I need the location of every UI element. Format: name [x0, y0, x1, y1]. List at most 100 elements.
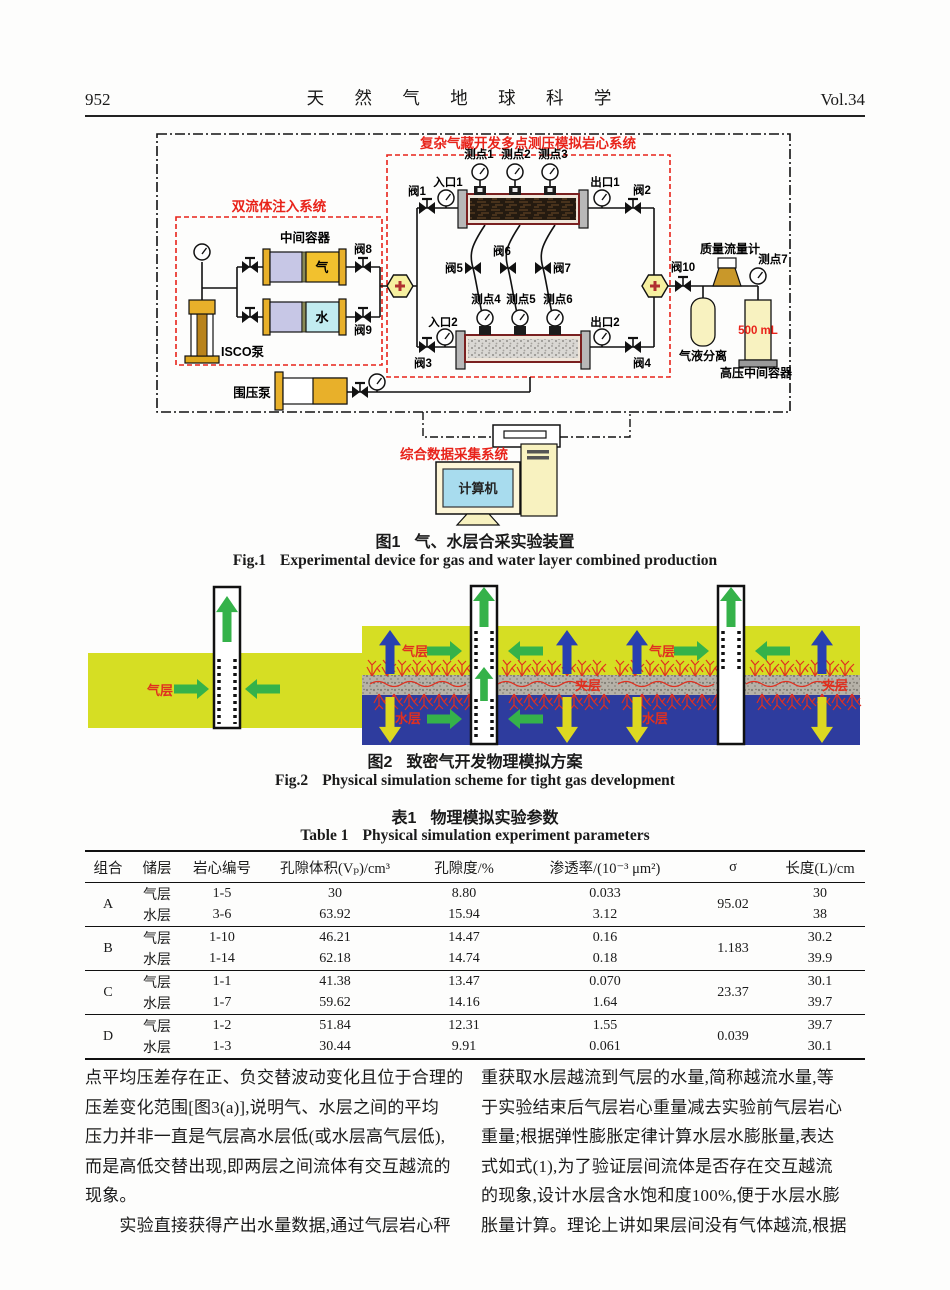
table-cell: 38: [813, 907, 827, 923]
valve9-label: 阀9: [354, 323, 372, 337]
table-header-cell: 孔隙体积(Vₚ)/cm³: [261, 851, 409, 883]
figure1-device-diagram: 双流体注入系统 复杂气藏开发多点测压模拟岩心系统 ISCO泵 中间容器: [155, 128, 795, 533]
interlayer-label: 夹层: [575, 678, 601, 693]
table-cell: 30.1: [807, 1039, 833, 1055]
table-cell: 30: [813, 885, 827, 901]
fig2-panel-1: 气层: [88, 585, 376, 730]
combination-cell: B: [85, 926, 131, 971]
hp-container-icon: [738, 299, 778, 368]
gas-layer-label: 气层: [147, 683, 173, 698]
valve10-label: 阀10: [671, 260, 695, 274]
table-cell: 14.47: [409, 926, 519, 949]
text-col-right: 重获取水层越流到气层的水量,简称越流水量,等于实验结束后气层岩心重量减去实验前气…: [481, 1063, 867, 1241]
table-header-cell: 储层: [131, 851, 183, 883]
junction-icon: [385, 273, 415, 299]
valve5-label: 阀5: [445, 261, 463, 275]
daq-logger-icon: [492, 424, 561, 448]
point4-gauge-icon: [476, 309, 494, 327]
table-cell: 0.033: [589, 885, 621, 901]
gas-layer-label: 气层: [649, 644, 675, 659]
inlet2-label: 入口2: [428, 316, 457, 329]
point7-label: 测点7: [758, 252, 787, 266]
table-cell: 0.070: [519, 970, 691, 993]
inlet1-gauge-icon: [437, 189, 455, 207]
computer-label: 计算机: [458, 481, 497, 496]
piping: [201, 180, 759, 393]
injection-system-box: [175, 216, 383, 366]
valve-icon: [240, 306, 260, 325]
table-cell: 水层: [143, 909, 171, 925]
fig2-caption-en-text: Physical simulation scheme for tight gas…: [322, 772, 675, 789]
table1-caption-text: 物理模拟实验参数: [430, 810, 559, 827]
table-header-cell: σ: [691, 851, 775, 883]
fig2-panel-3: 气层 水层 夹层: [610, 584, 862, 746]
table-cell: 39.7: [807, 995, 833, 1011]
valve2-label: 阀2: [633, 183, 651, 197]
table-cell: 39.7: [775, 1014, 865, 1037]
junction-icon: [640, 273, 670, 299]
valve7-label: 阀7: [553, 261, 571, 275]
isco-pump-icon: [184, 299, 220, 364]
fig2-panel-2: 气层 水层 夹层: [362, 584, 614, 746]
valve9-icon: [353, 306, 373, 325]
outlet2-gauge-icon: [593, 328, 611, 346]
valve4-icon: [623, 336, 643, 355]
valve1-icon: [417, 197, 437, 216]
table-cell: 30.44: [319, 1039, 351, 1055]
body-text-line: 于实验结束后气层岩心重量减去实验前气层岩心: [481, 1097, 843, 1117]
table-cell: 30.2: [775, 926, 865, 949]
sigma-cell: 0.039: [691, 1014, 775, 1059]
combination-cell: D: [85, 1014, 131, 1059]
valve7-icon: [535, 262, 551, 274]
text-col-left: 点平均压差存在正、负交替波动变化且位于合理的压差变化范围[图3(a)],说明气、…: [85, 1063, 471, 1241]
body-text-line: 重量;根据弹性膨胀定律计算水层水膨胀量,表达: [481, 1127, 835, 1147]
computer-icon: [435, 443, 558, 526]
valve2-icon: [623, 197, 643, 216]
table-cell: 1.55: [519, 1014, 691, 1037]
point6-gauge-icon: [546, 309, 564, 327]
valve3-icon: [417, 336, 437, 355]
table-cell: 51.84: [261, 1014, 409, 1037]
valve10-icon: [673, 275, 693, 294]
table1-caption-en: Table 1 Physical simulation experiment pa…: [0, 827, 950, 845]
table-cell: 1-3: [212, 1039, 232, 1055]
table-cell: 8.80: [451, 885, 477, 901]
table-cell: 水层: [143, 1041, 171, 1057]
isco-pump-label: ISCO泵: [221, 344, 265, 359]
body-text-line: 实验直接获得产出水量数据,通过气层岩心秤: [85, 1215, 451, 1235]
table-cell: 14.74: [448, 951, 480, 967]
table-cell: 1-10: [183, 926, 261, 949]
point1-label: 测点1: [464, 147, 494, 161]
pump-gauge-icon: [193, 243, 211, 261]
table-header-cell: 组合: [85, 851, 131, 883]
table-cell: 0.16: [519, 926, 691, 949]
fig1-caption-en-text: Experimental device for gas and water la…: [280, 552, 718, 569]
table1-caption-en-text: Physical simulation experiment parameter…: [362, 827, 650, 844]
hp-container-label: 高压中间容器: [720, 365, 793, 380]
vol500-label: 500 mL: [738, 325, 778, 337]
outer-frame: [156, 133, 791, 413]
body-text-line: 胀量计算。理论上讲如果层间没有气体越流,根据: [481, 1215, 847, 1235]
table-header-cell: 岩心编号: [183, 851, 261, 883]
point6-label: 测点6: [543, 292, 572, 306]
valve1-label: 阀1: [408, 184, 426, 198]
table-cell: 9.91: [451, 1039, 477, 1055]
outlet2-label: 出口2: [590, 315, 619, 329]
table-cell: 气层: [131, 926, 183, 949]
water-label: 水: [315, 310, 329, 325]
injection-system-title: 双流体注入系统: [232, 198, 327, 214]
valve8-label: 阀8: [354, 242, 372, 256]
table-cell: 12.31: [409, 1014, 519, 1037]
table1-caption-en-number: Table 1: [300, 827, 349, 844]
page-header: 952 天 然 气 地 球 科 学 Vol.34: [85, 80, 865, 117]
body-text-line: 现象。: [85, 1186, 137, 1206]
page-number: 952: [85, 90, 111, 109]
table-cell: 1-5: [212, 885, 232, 901]
table-cell: 气层: [131, 1014, 183, 1037]
